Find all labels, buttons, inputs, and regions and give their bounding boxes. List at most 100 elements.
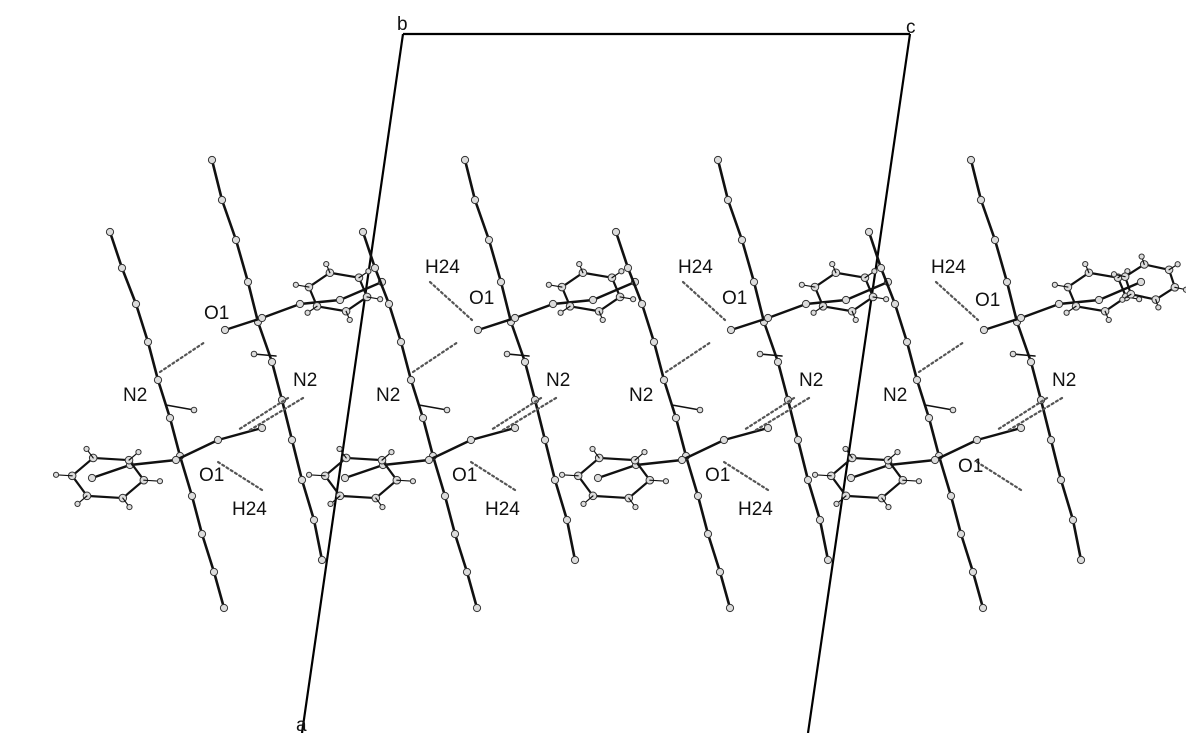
atom (153, 375, 163, 385)
atom (793, 435, 803, 445)
bond (726, 198, 744, 242)
atom (719, 435, 729, 445)
atom (309, 515, 319, 525)
atom (588, 295, 598, 305)
atom (1016, 423, 1026, 433)
atom-label-n2: N2 (883, 385, 907, 406)
hydrogen-bond (469, 460, 517, 492)
bond (804, 298, 848, 306)
hydrogen-bond (1007, 396, 1064, 432)
bond (487, 238, 503, 284)
atom-label-h24: H24 (232, 499, 267, 520)
bond (716, 158, 730, 202)
bond (216, 426, 264, 442)
atom (990, 235, 1000, 245)
bond (108, 230, 124, 270)
bond (1057, 298, 1101, 306)
hydrogen-bond (664, 340, 713, 374)
ring-bond (577, 456, 601, 477)
bond (1039, 398, 1053, 442)
bond (652, 340, 666, 382)
bond (553, 478, 569, 522)
atom (105, 227, 115, 237)
hydrogen-atom (810, 309, 817, 316)
atom (484, 235, 494, 245)
hydrogen-atom (558, 471, 566, 478)
bond (146, 340, 160, 382)
atom (550, 475, 560, 485)
ring-bond (324, 456, 348, 477)
bond (818, 518, 830, 562)
ring-bond (85, 494, 124, 500)
atom (510, 423, 520, 433)
atom (1136, 277, 1146, 287)
atom (976, 195, 986, 205)
axis-label-b: b (397, 14, 408, 35)
hydrogen-atom (1009, 350, 1017, 358)
bond (674, 416, 688, 458)
hydrogen-bond (501, 396, 558, 432)
hydrogen-atom (641, 449, 648, 456)
atom (384, 299, 394, 309)
atom-label-n2: N2 (546, 370, 570, 391)
hydrogen-atom (1174, 261, 1181, 268)
atom (979, 325, 989, 335)
atom (1002, 277, 1012, 287)
bond (684, 454, 700, 498)
ring-bond (1074, 305, 1107, 313)
atom (370, 263, 380, 273)
hydrogen-bond (754, 396, 811, 432)
bond (156, 378, 172, 420)
hydrogen-atom (833, 500, 840, 507)
hydrogen-atom (83, 445, 90, 453)
nh-bond (1012, 353, 1036, 357)
bond (786, 398, 800, 442)
atom (548, 299, 558, 309)
ring-bond (598, 456, 637, 462)
hydrogen-atom (1110, 271, 1118, 278)
atom (440, 491, 450, 501)
bond (696, 494, 710, 536)
hydrogen-bond (489, 396, 543, 432)
axis-label-c: c (906, 17, 916, 38)
atom-label-o1: O1 (204, 303, 229, 324)
atom (1068, 515, 1078, 525)
bond (220, 198, 238, 242)
hydrogen-atom (156, 478, 164, 485)
bond (174, 438, 220, 462)
nh-bond (506, 353, 530, 357)
bond (565, 518, 577, 562)
bond (469, 426, 517, 442)
ring-bond (834, 271, 867, 279)
bond (766, 302, 808, 320)
ring-bond (830, 456, 854, 477)
hydrogen-bond (722, 460, 770, 492)
hydrogen-bond (995, 396, 1049, 432)
bond (543, 438, 557, 482)
atom (131, 299, 141, 309)
atom (1076, 555, 1086, 565)
hydrogen-atom (915, 478, 923, 485)
bond (523, 360, 537, 402)
atom (213, 435, 223, 445)
atom (287, 435, 297, 445)
atom (396, 337, 406, 347)
atom (496, 277, 506, 287)
bond (120, 266, 138, 306)
bond (128, 458, 178, 467)
bond (740, 238, 756, 284)
bond (453, 532, 469, 574)
bond (381, 458, 431, 467)
atom-label-n2: N2 (293, 370, 317, 391)
molecule-layer (52, 155, 1186, 613)
atom (209, 567, 219, 577)
hydrogen-atom (377, 296, 384, 303)
ring-bond (880, 479, 904, 500)
hydrogen-atom (443, 406, 451, 414)
hydrogen-atom (346, 316, 353, 324)
ring-bond (568, 305, 601, 313)
bond (887, 458, 937, 467)
atom (726, 325, 736, 335)
bond (1071, 518, 1083, 562)
hydrogen-atom (305, 471, 313, 478)
